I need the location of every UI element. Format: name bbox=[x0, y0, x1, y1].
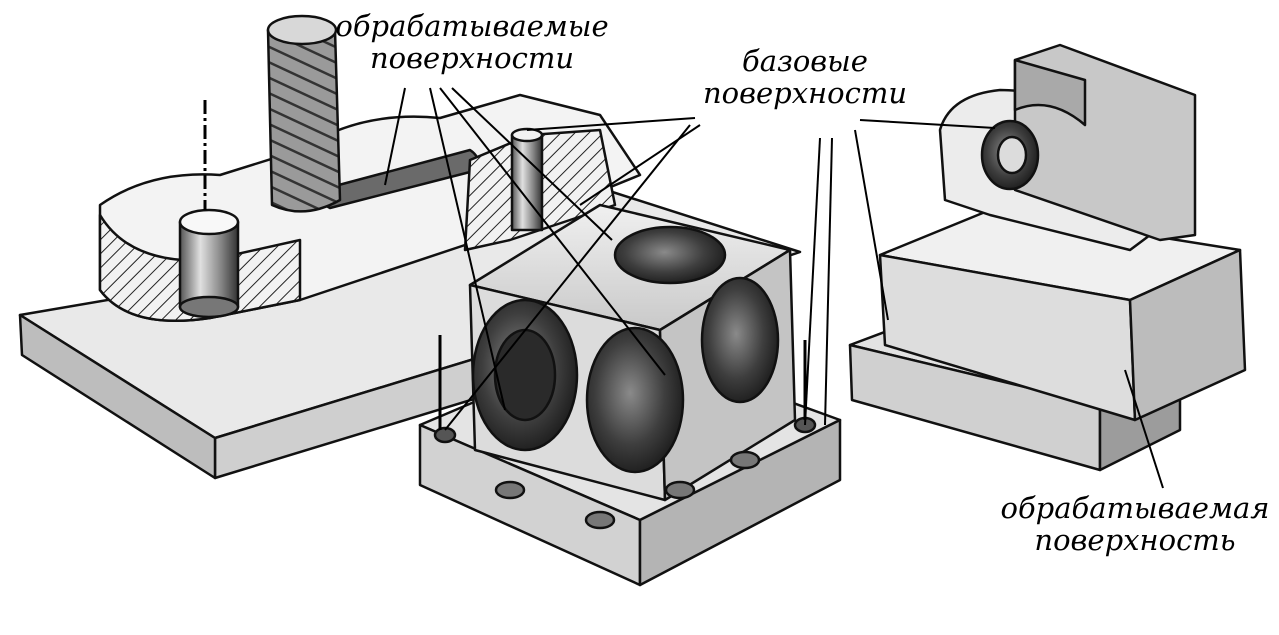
left-pin-boss-top bbox=[178, 208, 240, 236]
label-base-surfaces-line1: базовые bbox=[742, 44, 868, 78]
cube-bore-front bbox=[585, 326, 685, 474]
cube-bore-top bbox=[613, 225, 727, 285]
label-machined-surfaces-line1: обрабатываемые bbox=[335, 9, 609, 43]
right-block-side bbox=[1128, 248, 1247, 422]
label-machined-surface-line1: обрабатываемая bbox=[1000, 491, 1270, 525]
label-machined-surface: обрабатываемая поверхность bbox=[985, 492, 1279, 556]
reamer-tool-top bbox=[266, 14, 338, 46]
left-base-plate-side bbox=[18, 313, 217, 480]
leader-lines bbox=[384, 87, 1164, 489]
cube-bore-right bbox=[700, 276, 780, 404]
label-base-surfaces-line2: поверхности bbox=[702, 76, 908, 110]
label-base-surfaces: базовые поверхности bbox=[690, 45, 920, 109]
label-machined-surface-line2: поверхность bbox=[1034, 523, 1236, 557]
label-machined-surfaces: обрабатываемые поверхности bbox=[322, 10, 622, 74]
label-machined-surfaces-line2: поверхности bbox=[369, 41, 575, 75]
center-base-plate-side bbox=[638, 418, 842, 587]
right-fixture bbox=[848, 43, 1247, 472]
